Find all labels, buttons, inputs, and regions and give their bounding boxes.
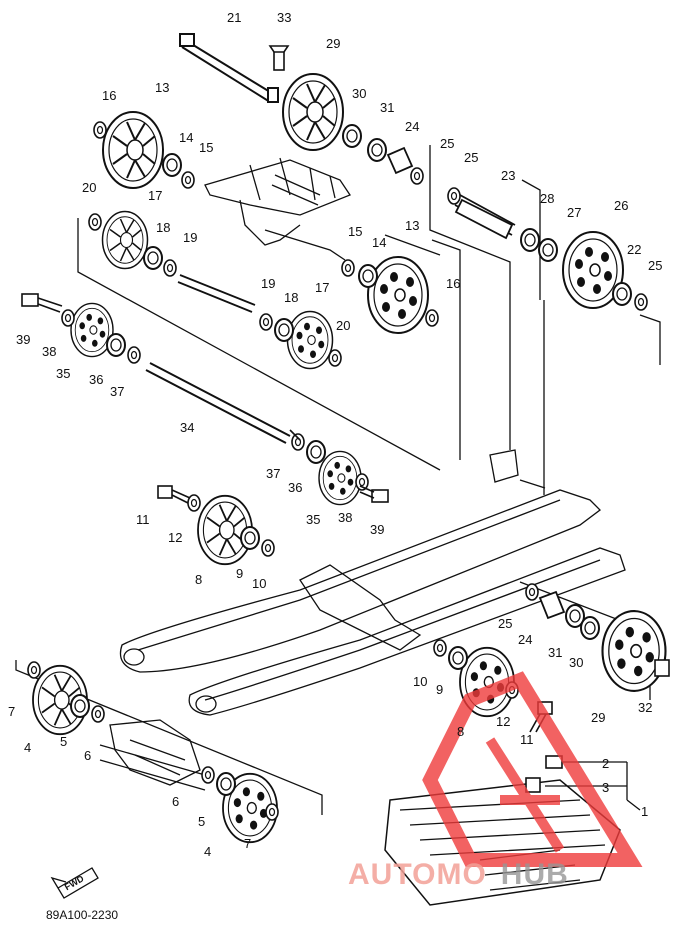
callout-3: 3 xyxy=(602,780,609,795)
watermark-logo xyxy=(422,671,643,867)
callout-5: 5 xyxy=(60,734,67,749)
callout-25-b: 25 xyxy=(464,150,478,165)
callout-17-b: 17 xyxy=(315,280,329,295)
callout-19-b: 19 xyxy=(261,276,275,291)
callout-9-b: 9 xyxy=(436,682,443,697)
callout-1: 1 xyxy=(641,804,648,819)
callout-16-b: 16 xyxy=(446,276,460,291)
callout-24: 24 xyxy=(405,119,419,134)
callout-20: 20 xyxy=(82,180,96,195)
callout-39: 39 xyxy=(16,332,30,347)
callout-30: 30 xyxy=(352,86,366,101)
part-33-bolt xyxy=(268,45,290,71)
callout-21: 21 xyxy=(227,10,241,25)
callout-4: 4 xyxy=(24,740,31,755)
callout-25-d: 25 xyxy=(498,616,512,631)
callout-11: 11 xyxy=(136,512,150,527)
callout-7: 7 xyxy=(8,704,15,719)
callout-2: 2 xyxy=(602,756,609,771)
callout-22: 22 xyxy=(627,242,641,257)
watermark-text-b: HUB xyxy=(500,858,569,891)
callout-19: 19 xyxy=(183,230,197,245)
callout-13-b: 13 xyxy=(405,218,419,233)
callout-10: 10 xyxy=(252,576,266,591)
callout-29-b: 29 xyxy=(591,710,605,725)
callout-36: 36 xyxy=(89,372,103,387)
callout-6: 6 xyxy=(84,748,91,763)
callout-8: 8 xyxy=(195,572,202,587)
part-29-idler-wheel xyxy=(282,73,344,151)
part-29-wheel-lower xyxy=(601,610,667,692)
callout-33: 33 xyxy=(277,10,291,25)
callout-14-b: 14 xyxy=(372,235,386,250)
callout-11-b: 11 xyxy=(520,732,534,747)
part-35-wheel-right xyxy=(318,450,362,506)
forward-label: FWD xyxy=(63,873,86,892)
callout-29: 29 xyxy=(326,36,340,51)
callout-15-b: 15 xyxy=(348,224,362,239)
drawing-code: 89A100-2230 xyxy=(46,908,119,922)
callout-24-b: 24 xyxy=(518,632,532,647)
callout-12: 12 xyxy=(168,530,182,545)
callout-13: 13 xyxy=(155,80,169,95)
callout-34: 34 xyxy=(180,420,194,435)
callout-8-b: 8 xyxy=(457,724,464,739)
part-17-wheel xyxy=(101,210,149,270)
watermark-text-a: AUTOMO xyxy=(348,858,487,891)
callout-37: 37 xyxy=(110,384,124,399)
callout-26: 26 xyxy=(614,198,628,213)
callout-30-b: 30 xyxy=(569,655,583,670)
bolts xyxy=(21,293,670,793)
spacer-sleeves xyxy=(386,146,566,620)
callout-10-b: 10 xyxy=(413,674,427,689)
callout-6-b: 6 xyxy=(172,794,179,809)
callout-39-b: 39 xyxy=(370,522,384,537)
callout-32: 32 xyxy=(638,700,652,715)
part-21-shaft-bolt xyxy=(179,33,279,103)
callout-14: 14 xyxy=(179,130,193,145)
callout-20-b: 20 xyxy=(336,318,350,333)
part-17-wheel-right xyxy=(286,310,334,370)
callout-9: 9 xyxy=(236,566,243,581)
callout-27: 27 xyxy=(567,205,581,220)
callout-18-b: 18 xyxy=(284,290,298,305)
callout-31-b: 31 xyxy=(548,645,562,660)
callout-15: 15 xyxy=(199,140,213,155)
callout-numbers: 21 33 29 13 16 30 31 24 25 25 14 15 23 2… xyxy=(8,10,662,859)
callout-12-b: 12 xyxy=(496,714,510,729)
callout-36-b: 36 xyxy=(288,480,302,495)
frame-outline xyxy=(15,39,661,906)
callout-16: 16 xyxy=(102,88,116,103)
watermark-text: AUTOMO HUB xyxy=(348,855,569,895)
callout-38-b: 38 xyxy=(338,510,352,525)
callout-35-b: 35 xyxy=(306,512,320,527)
callout-23: 23 xyxy=(501,168,515,183)
callout-4-b: 4 xyxy=(204,844,211,859)
callout-7-b: 7 xyxy=(244,836,251,851)
callout-37-b: 37 xyxy=(266,466,280,481)
callout-35: 35 xyxy=(56,366,70,381)
callout-28: 28 xyxy=(540,191,554,206)
callout-17: 17 xyxy=(148,188,162,203)
part-13-idler-wheel xyxy=(102,111,164,189)
callout-25: 25 xyxy=(440,136,454,151)
part-13-wheel-lower xyxy=(367,256,429,334)
callout-18: 18 xyxy=(156,220,170,235)
callout-5-b: 5 xyxy=(198,814,205,829)
callout-25-c: 25 xyxy=(648,258,662,273)
callout-38: 38 xyxy=(42,344,56,359)
callout-31: 31 xyxy=(380,100,394,115)
